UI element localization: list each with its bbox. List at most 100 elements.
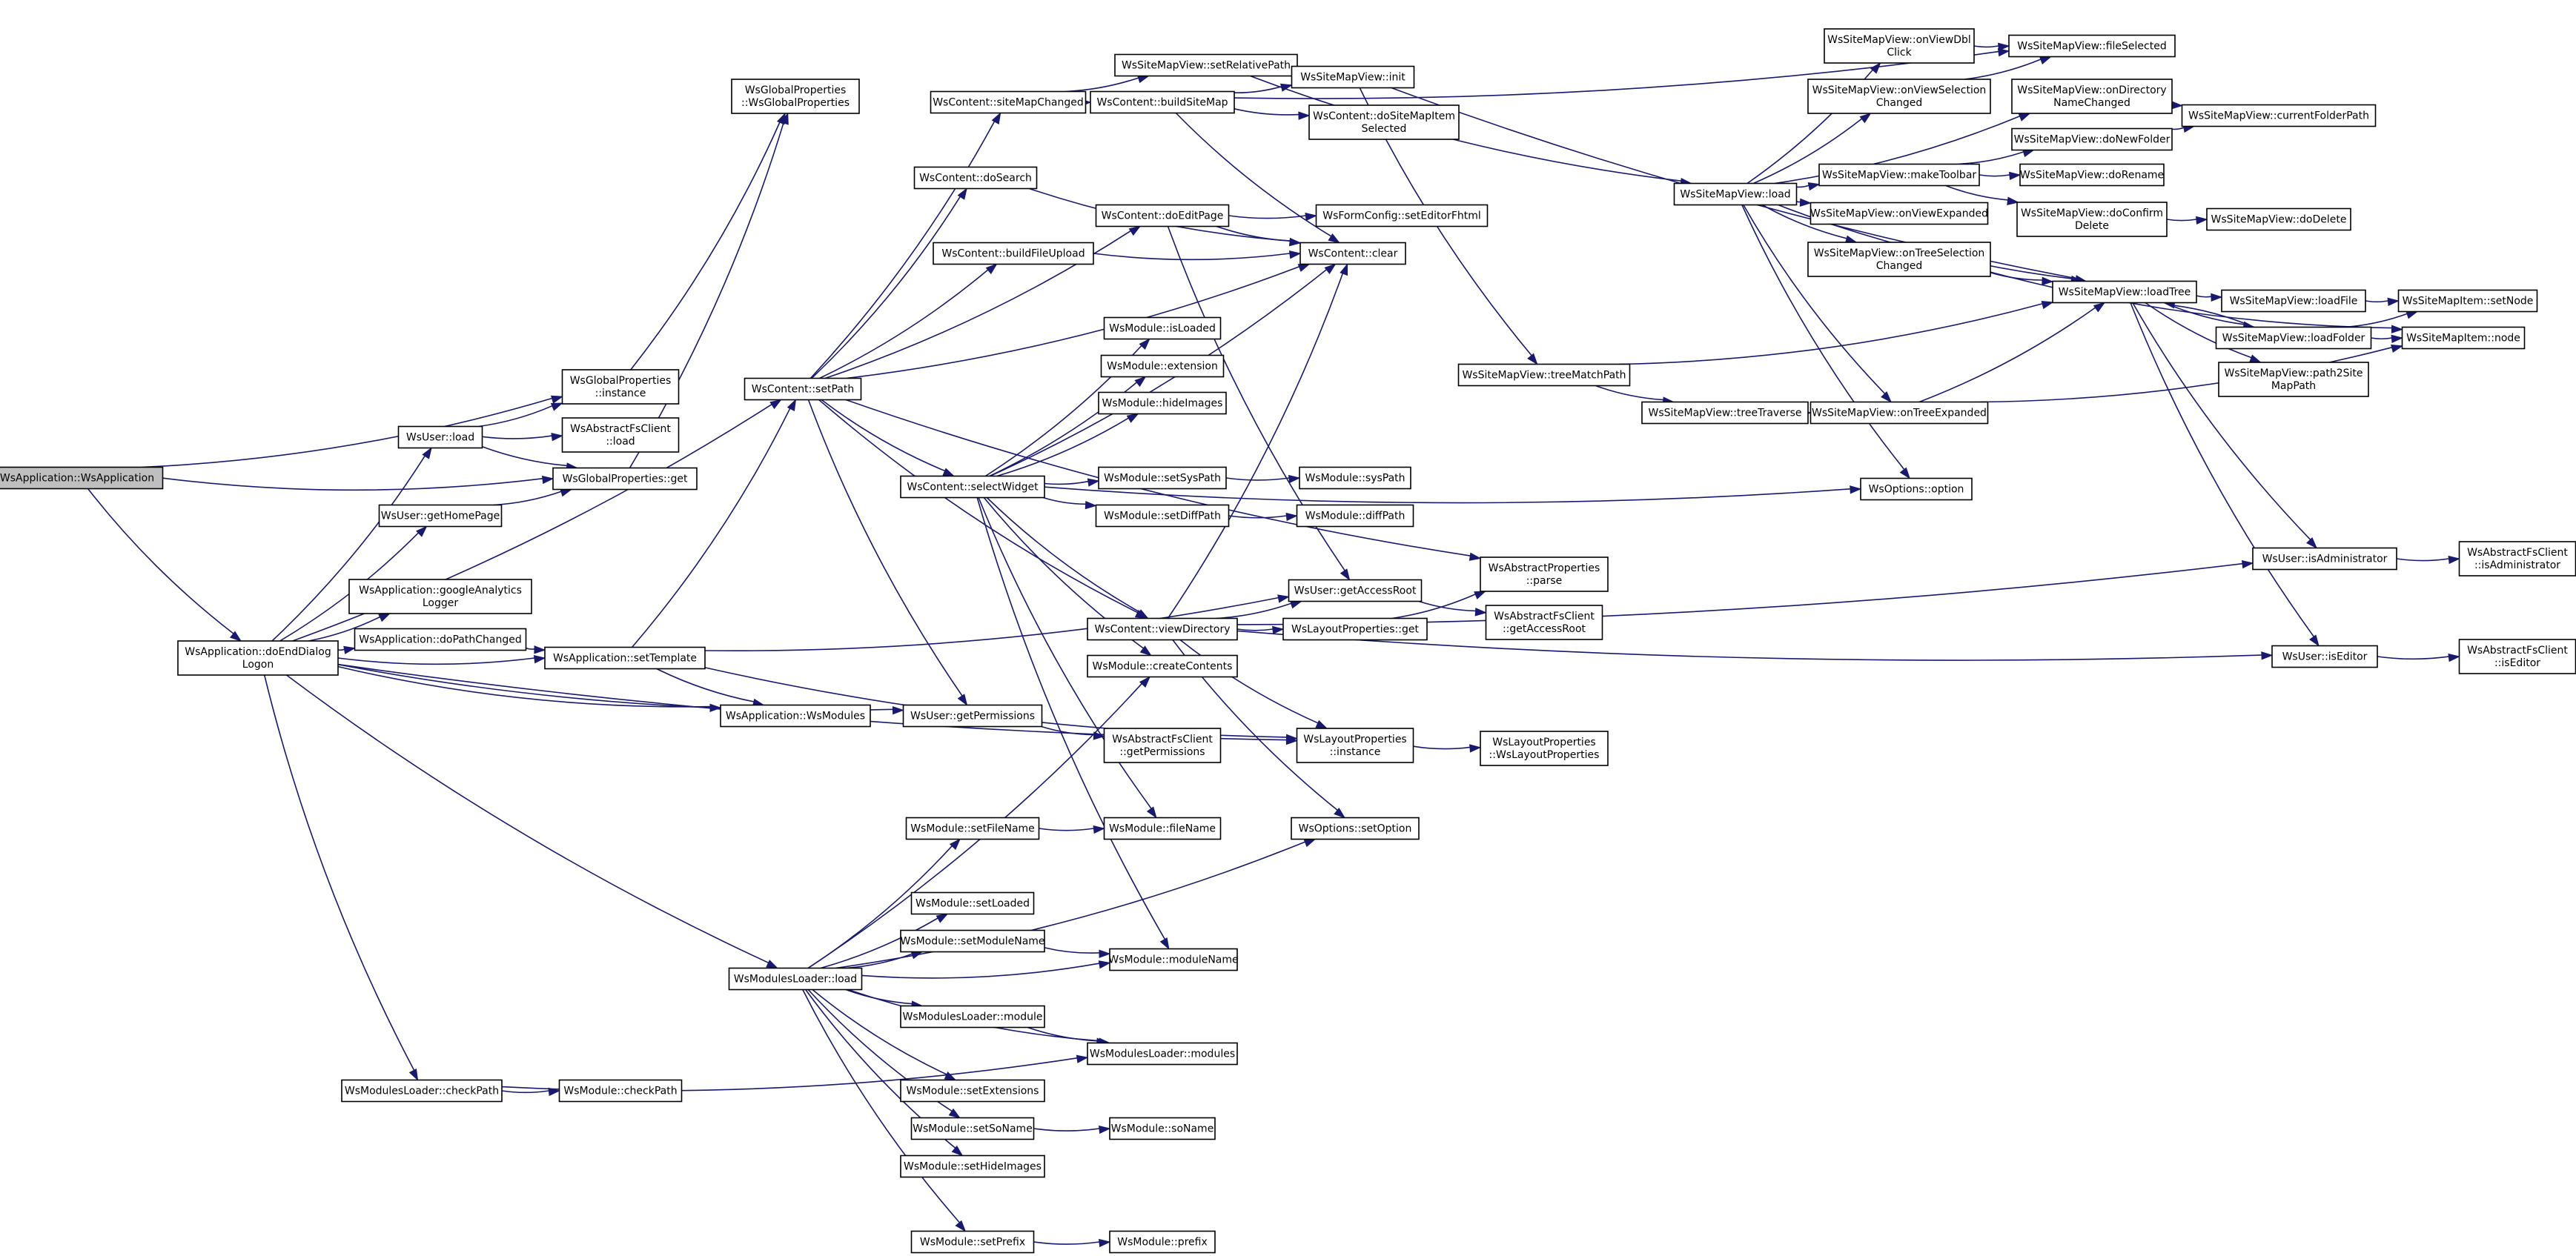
node-n75[interactable]: WsModulesLoader::load bbox=[728, 967, 863, 991]
node-n58[interactable]: WsLayoutProperties::get bbox=[1282, 617, 1428, 641]
node-n56[interactable]: WsAbstractProperties::parse bbox=[1480, 556, 1609, 592]
node-box[interactable] bbox=[900, 1005, 1045, 1029]
node-n25[interactable]: WsSiteMapView::load bbox=[1673, 182, 1798, 206]
node-n24[interactable]: WsSiteMapView::init bbox=[1291, 65, 1415, 89]
node-n68[interactable]: WsLayoutProperties::WsLayoutProperties bbox=[1480, 731, 1609, 766]
node-box[interactable] bbox=[2458, 541, 2576, 577]
node-n59[interactable]: WsAbstractFsClient::getAccessRoot bbox=[1485, 605, 1603, 640]
node-box[interactable] bbox=[2252, 547, 2397, 571]
node-box[interactable] bbox=[1291, 817, 1420, 840]
node-n53[interactable]: WsModule::setDiffPath bbox=[1095, 504, 1230, 528]
node-n63[interactable]: WsUser::isEditor bbox=[2271, 645, 2378, 668]
node-box[interactable] bbox=[1860, 477, 1973, 501]
node-box[interactable] bbox=[933, 242, 1094, 265]
node-box[interactable] bbox=[1641, 401, 1809, 425]
node-n76[interactable]: WsModulesLoader::module bbox=[900, 1005, 1045, 1029]
node-box[interactable] bbox=[1100, 354, 1225, 378]
node-box[interactable] bbox=[1087, 617, 1238, 641]
node-box[interactable] bbox=[900, 475, 1045, 499]
node-box[interactable] bbox=[1109, 1230, 1216, 1254]
node-n10[interactable]: WsApplication::doPathChanged bbox=[354, 628, 527, 651]
node-n36[interactable]: WsSiteMapView::onViewExpanded bbox=[1810, 202, 1989, 225]
node-n42[interactable]: WsSiteMapItem::setNode bbox=[2397, 289, 2538, 313]
node-n4[interactable]: WsGlobalProperties::get bbox=[552, 467, 698, 491]
node-n3[interactable]: WsGlobalProperties::instance bbox=[561, 369, 680, 405]
node-n74[interactable]: WsModule::moduleName bbox=[1108, 948, 1239, 971]
node-box[interactable] bbox=[2181, 104, 2377, 127]
node-box[interactable] bbox=[561, 369, 680, 405]
node-n78[interactable]: WsModule::setExtensions bbox=[900, 1079, 1045, 1103]
node-box[interactable] bbox=[2011, 127, 2173, 151]
node-n35[interactable]: WsSiteMapView::doDelete bbox=[2206, 207, 2351, 231]
node-box[interactable] bbox=[1480, 731, 1609, 766]
node-n57[interactable]: WsContent::viewDirectory bbox=[1087, 617, 1238, 641]
node-n6[interactable]: WsUser::load bbox=[397, 425, 483, 449]
node-box[interactable] bbox=[1818, 163, 1980, 187]
node-box[interactable] bbox=[1103, 817, 1222, 840]
node-n45[interactable]: WsSiteMapView::treeTraverse bbox=[1641, 401, 1809, 425]
node-box[interactable] bbox=[900, 1079, 1045, 1103]
node-n43[interactable]: WsSiteMapItem::node bbox=[2401, 326, 2526, 350]
node-n14[interactable]: WsContent::siteMapChanged bbox=[930, 90, 1087, 114]
node-box[interactable] bbox=[2271, 645, 2378, 668]
node-box[interactable] bbox=[910, 891, 1035, 915]
node-n60[interactable]: WsModule::createContents bbox=[1087, 654, 1238, 678]
node-box[interactable] bbox=[731, 79, 860, 114]
node-n81[interactable]: WsModule::setHideImages bbox=[900, 1154, 1045, 1178]
node-n23[interactable]: WsFormConfig::setEditorFhtml bbox=[1315, 204, 1489, 227]
node-box[interactable] bbox=[2011, 79, 2173, 114]
node-n71[interactable]: WsOptions::setOption bbox=[1291, 817, 1420, 840]
node-box[interactable] bbox=[1299, 466, 1411, 490]
node-box[interactable] bbox=[561, 417, 680, 453]
node-n51[interactable]: WsModule::setSysPath bbox=[1098, 466, 1227, 490]
node-box[interactable] bbox=[905, 817, 1040, 840]
node-box[interactable] bbox=[2221, 289, 2366, 313]
node-box[interactable] bbox=[1457, 363, 1631, 387]
node-n40[interactable]: WsSiteMapView::loadFolder bbox=[2215, 326, 2372, 350]
node-box[interactable] bbox=[552, 467, 698, 491]
node-n79[interactable]: WsModule::setSoName bbox=[910, 1117, 1035, 1140]
node-box[interactable] bbox=[2206, 207, 2351, 231]
node-box[interactable] bbox=[1824, 28, 1975, 64]
node-box[interactable] bbox=[354, 628, 527, 651]
node-box[interactable] bbox=[397, 425, 483, 449]
node-box[interactable] bbox=[1087, 654, 1238, 678]
node-box[interactable] bbox=[1095, 504, 1230, 528]
node-box[interactable] bbox=[2458, 639, 2576, 674]
node-n55[interactable]: WsUser::getAccessRoot bbox=[1288, 579, 1423, 602]
node-n83[interactable]: WsModule::prefix bbox=[1109, 1230, 1216, 1254]
node-n70[interactable]: WsModule::fileName bbox=[1103, 817, 1222, 840]
node-box[interactable] bbox=[1810, 202, 1989, 225]
node-n82[interactable]: WsModule::setPrefix bbox=[910, 1230, 1035, 1254]
node-n85[interactable]: WsModule::checkPath bbox=[558, 1079, 683, 1103]
node-box[interactable] bbox=[1480, 556, 1609, 592]
node-n48[interactable]: WsModule::isLoaded bbox=[1103, 316, 1222, 340]
node-box[interactable] bbox=[728, 967, 863, 991]
node-box[interactable] bbox=[720, 704, 871, 728]
node-box[interactable] bbox=[913, 166, 1038, 190]
node-n61[interactable]: WsUser::isAdministrator bbox=[2252, 547, 2397, 571]
node-box[interactable] bbox=[1103, 728, 1222, 763]
node-box[interactable] bbox=[902, 704, 1043, 728]
node-box[interactable] bbox=[1098, 391, 1227, 415]
node-box[interactable] bbox=[378, 504, 503, 528]
node-box[interactable] bbox=[930, 90, 1087, 114]
node-n65[interactable]: WsUser::getPermissions bbox=[902, 704, 1043, 728]
node-box[interactable] bbox=[910, 1230, 1035, 1254]
node-n52[interactable]: WsModule::sysPath bbox=[1299, 466, 1411, 490]
node-n72[interactable]: WsModule::setLoaded bbox=[910, 891, 1035, 915]
node-n67[interactable]: WsLayoutProperties::instance bbox=[1296, 728, 1414, 763]
node-box[interactable] bbox=[1296, 728, 1414, 763]
node-n66[interactable]: WsAbstractFsClient::getPermissions bbox=[1103, 728, 1222, 763]
node-n38[interactable]: WsSiteMapView::loadTree bbox=[2052, 280, 2197, 304]
node-n33[interactable]: WsSiteMapView::doRename bbox=[2019, 163, 2165, 187]
node-n18[interactable]: WsSiteMapView::setRelativePath bbox=[1114, 53, 1298, 77]
node-n84[interactable]: WsModulesLoader::checkPath bbox=[341, 1079, 503, 1103]
node-n44[interactable]: WsSiteMapView::treeMatchPath bbox=[1457, 363, 1631, 387]
node-box[interactable] bbox=[1087, 1042, 1238, 1066]
node-n1[interactable]: WsApplication::WsApplication bbox=[0, 466, 164, 490]
